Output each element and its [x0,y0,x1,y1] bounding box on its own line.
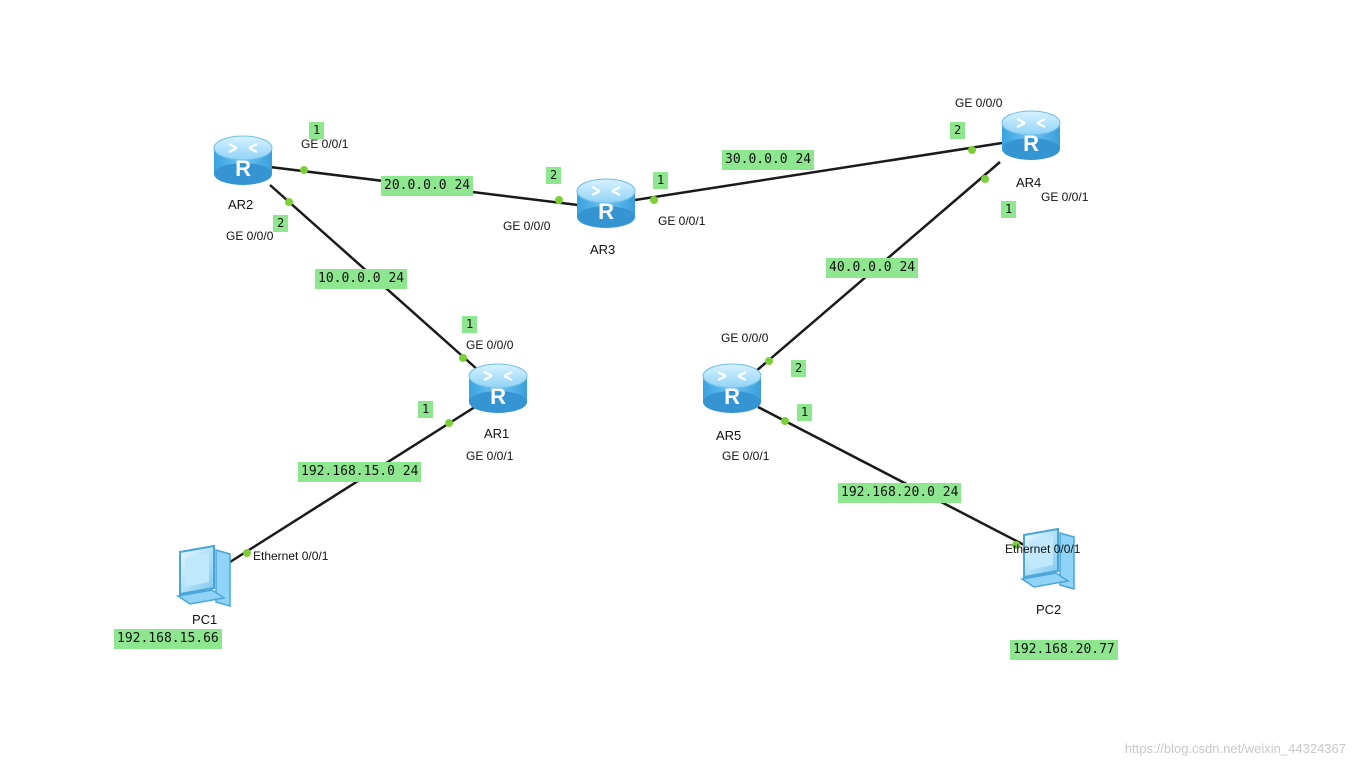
port-dot-ar1-g000 [459,354,467,362]
ip-label-pc2: 192.168.20.77 [1010,640,1118,660]
link-ar5-pc2 [757,405,1031,550]
port-label-ar2-g001: GE 0/0/1 [301,137,349,151]
port-dot-ar3-g000 [555,196,563,204]
port-dot-ar2-g000 [285,198,293,206]
watermark: https://blog.csdn.net/weixin_44324367 [1124,741,1346,756]
marker-ar1-g001: 1 [418,401,434,418]
port-dot-ar5-g000 [765,357,773,365]
pc-icon-pc2 [1021,528,1075,590]
device-label-ar5: AR5 [716,428,742,443]
marker-ar3-g000: 2 [546,167,562,184]
device-label-ar1: AR1 [484,426,510,441]
port-label-ar1-g001: GE 0/0/1 [466,449,514,463]
network-label-ar5-pc2: 192.168.20.0 24 [838,483,962,503]
network-label-ar3-ar4: 30.0.0.0 24 [722,150,815,170]
port-label-pc2-eth: Ethernet 0/0/1 [1005,542,1081,556]
network-label-ar1-pc1: 192.168.15.0 24 [298,462,422,482]
device-label-pc1: PC1 [192,612,218,627]
port-label-ar4-g000: GE 0/0/0 [955,96,1003,110]
router-icon-ar3 [575,177,637,230]
port-dot-ar4-g001 [981,175,989,183]
device-label-ar2: AR2 [228,197,254,212]
router-icon-ar1 [467,362,529,415]
marker-ar3-g001: 1 [653,172,669,189]
device-label-ar4: AR4 [1016,175,1042,190]
marker-ar5-g001: 1 [797,404,813,421]
ip-label-pc1: 192.168.15.66 [114,629,222,649]
port-label-ar3-g000: GE 0/0/0 [503,219,551,233]
port-label-ar5-g001: GE 0/0/1 [722,449,770,463]
marker-ar5-g000: 2 [791,360,807,377]
marker-ar2-g001: 1 [309,122,325,139]
link-ar1-pc1 [229,403,479,564]
port-dot-ar1-g001 [445,419,453,427]
port-dot-ar4-g000 [968,146,976,154]
port-label-ar4-g001: GE 0/0/1 [1041,190,1089,204]
marker-ar1-g000: 1 [462,316,478,333]
port-label-pc1-eth: Ethernet 0/0/1 [253,549,329,563]
port-label-ar2-g000: GE 0/0/0 [226,229,274,243]
router-icon-ar2 [212,134,274,187]
pc-icon-pc1 [177,545,231,607]
device-label-ar3: AR3 [590,242,616,257]
link-ar3-ar4 [634,141,1003,202]
port-dot-pc2-eth [1012,541,1020,549]
marker-ar4-g001: 1 [1001,201,1017,218]
marker-ar2-g000: 2 [273,215,289,232]
router-icon-ar4 [1000,109,1062,162]
router-icon-ar5 [701,362,763,415]
port-label-ar1-g000: GE 0/0/0 [466,338,514,352]
port-label-ar3-g001: GE 0/0/1 [658,214,706,228]
device-label-pc2: PC2 [1036,602,1062,617]
network-label-ar2-ar1: 10.0.0.0 24 [315,269,408,289]
port-dot-ar2-g001 [300,166,308,174]
marker-ar4-g000: 2 [950,122,966,139]
port-dot-ar3-g001 [650,196,658,204]
network-label-ar2-ar3: 20.0.0.0 24 [381,176,474,196]
port-label-ar5-g000: GE 0/0/0 [721,331,769,345]
port-dot-ar5-g001 [781,417,789,425]
network-label-ar4-ar5: 40.0.0.0 24 [826,258,919,278]
port-dot-pc1-eth [243,549,251,557]
